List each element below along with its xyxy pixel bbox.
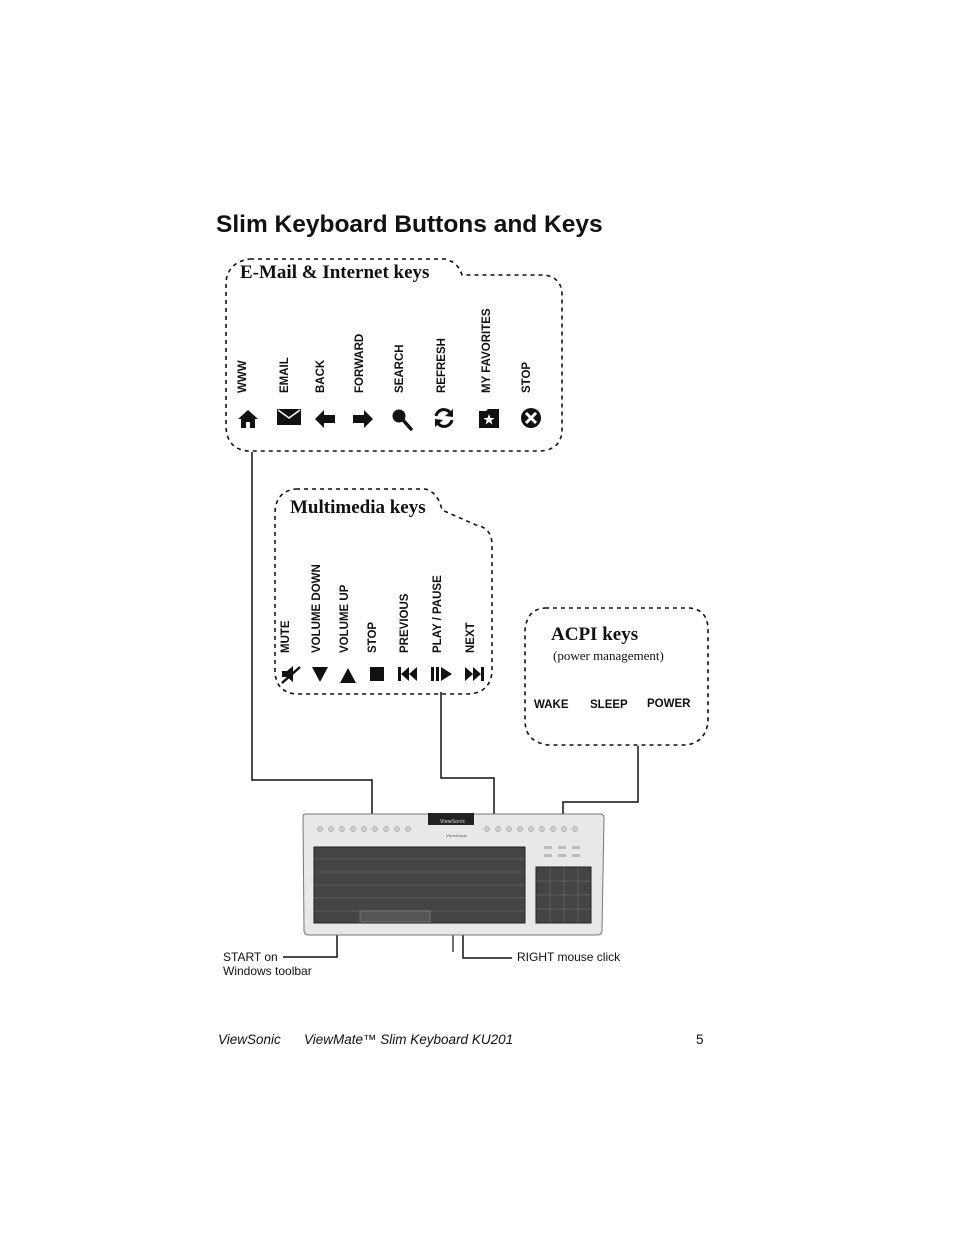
email-internet-panel-border [225,258,563,452]
email-key-label-search: SEARCH [394,344,406,393]
callout-start-line2: Windows toolbar [223,964,312,978]
email-key-label-refresh: REFRESH [436,338,448,393]
arrow-left-icon [315,410,335,428]
keyboard-hotkey-row [317,826,578,832]
magnifier-icon [392,409,413,431]
connector-email [251,452,373,822]
page-title: Slim Keyboard Buttons and Keys [216,211,603,238]
mm-key-label-volume-down: VOLUME DOWN [311,564,323,653]
connector-acpi [562,746,639,822]
favorites-folder-icon [479,409,499,428]
arrow-right-icon [353,410,373,428]
volume-up-icon [340,668,356,683]
keyboard-acpi-buttons [544,846,580,857]
keyboard-illustration: ViewSonic ViewSonic [302,813,605,936]
mm-key-label-play-pause: PLAY / PAUSE [432,575,444,653]
refresh-icon [434,408,454,428]
acpi-panel-border [524,607,709,746]
mm-key-label-next: NEXT [465,622,477,653]
keyboard-brand: ViewSonic [445,833,468,838]
envelope-icon [277,409,301,425]
stop-square-icon [370,667,384,681]
mute-icon [281,666,301,684]
multimedia-panel-border [274,488,493,695]
email-key-label-forward: FORWARD [354,333,366,393]
acpi-heading: ACPI keys [551,624,639,645]
previous-track-icon [398,667,417,681]
multimedia-heading: Multimedia keys [290,497,426,518]
acpi-key-label-wake: WAKE [534,699,569,711]
connector-multimedia [440,692,495,822]
email-internet-heading: E-Mail & Internet keys [240,262,430,283]
callout-start: START on Windows toolbar [223,950,312,978]
home-icon [238,410,258,428]
email-key-label-stop: STOP [521,361,533,393]
email-key-label-email: EMAIL [279,357,291,393]
acpi-key-label-power: POWER [647,698,691,710]
mm-key-label-previous: PREVIOUS [399,593,411,653]
email-key-label-back: BACK [315,359,327,393]
email-key-label-www: WWW [237,360,249,393]
keyboard-logo-mark: ViewSonic [440,819,466,825]
acpi-key-label-sleep: SLEEP [590,699,628,711]
keyboard-space-bar [359,910,431,923]
footer-page-number: 5 [696,1032,704,1047]
email-key-label-my-favorites: MY FAVORITES [481,308,493,393]
callout-right-click: RIGHT mouse click [517,950,621,964]
mm-key-label-mute: MUTE [280,620,292,653]
acpi-subheading: (power management) [553,648,664,663]
mm-key-label-stop: STOP [367,621,379,653]
callout-start-line1: START on [223,950,278,964]
stop-x-icon [521,408,541,428]
play-pause-icon [431,667,452,681]
mm-key-label-volume-up: VOLUME UP [339,584,351,653]
footer-brand: ViewSonic [218,1032,281,1047]
volume-down-icon [312,667,328,682]
footer-product: ViewMate™ Slim Keyboard KU201 [304,1032,514,1047]
next-track-icon [465,667,484,681]
